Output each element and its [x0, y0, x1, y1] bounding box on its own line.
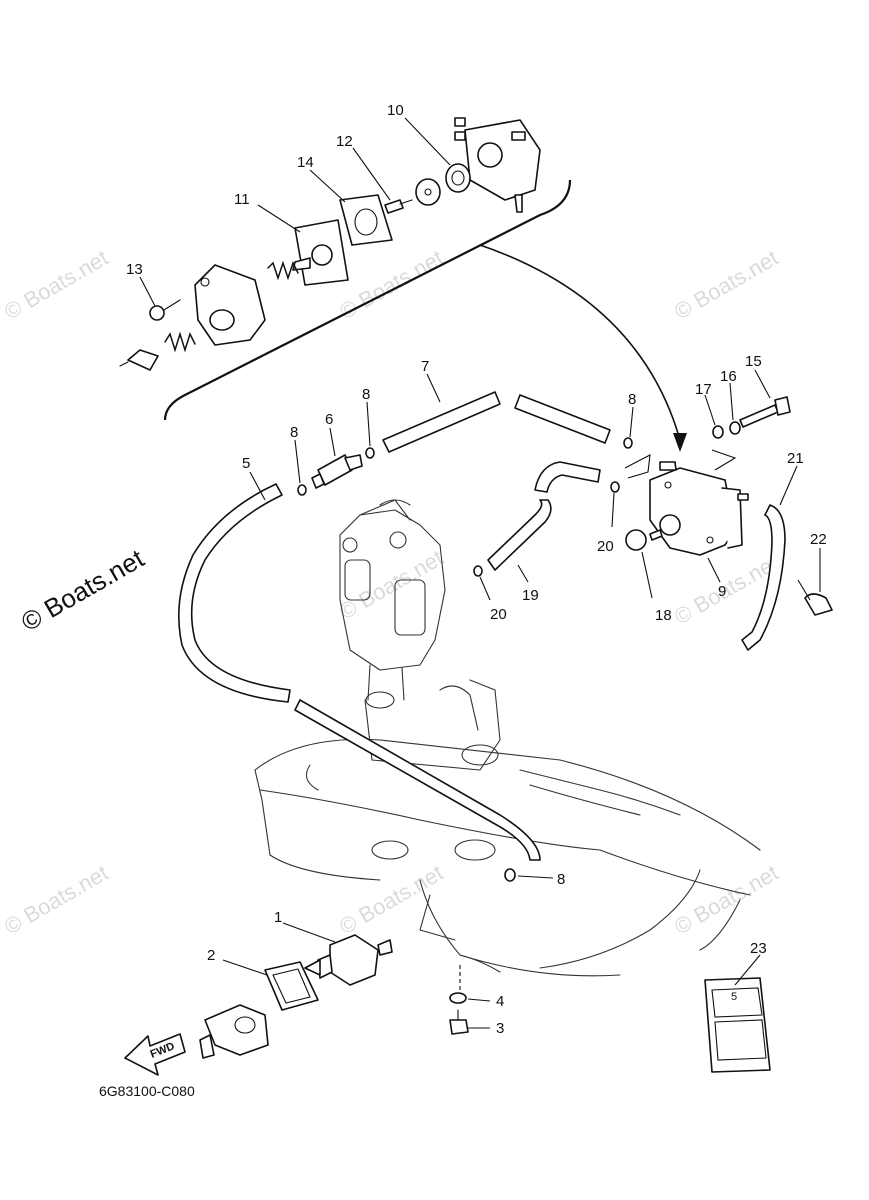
callout-17: 17 [695, 381, 712, 398]
callout-20: 20 [597, 538, 614, 555]
clip [504, 868, 516, 882]
screw-12 [384, 199, 413, 214]
hose-7b [514, 394, 611, 444]
callout-19: 19 [522, 587, 539, 604]
fuel-connector [304, 934, 393, 986]
watermark: © Boats.net [335, 860, 447, 939]
callout-8: 8 [290, 424, 298, 441]
callout-labels: 10 12 14 11 13 7 8 8 8 6 5 17 16 15 21 2… [126, 102, 827, 1037]
hose-bent [534, 461, 601, 493]
callout-8: 8 [557, 871, 565, 888]
bolt-15 [739, 396, 791, 428]
hose-21 [741, 504, 786, 651]
pump-cover [454, 117, 541, 213]
callout-11: 11 [234, 191, 250, 208]
watermark: © Boats.net [335, 245, 447, 324]
warning-label-23: 5 [704, 977, 771, 1073]
callout-14: 14 [297, 154, 314, 171]
leader-lines [139, 117, 821, 1029]
check-valve [119, 349, 159, 371]
clip [610, 481, 620, 493]
callout-8: 8 [362, 386, 370, 403]
fuel-filter [311, 454, 363, 489]
fuel-hoses [177, 391, 786, 861]
watermark: © Boats.net [670, 860, 782, 939]
washer-16 [729, 421, 741, 435]
clip [623, 437, 633, 449]
hose-tank [294, 699, 541, 861]
quick-connector [199, 1004, 269, 1059]
callout-23: 23 [750, 940, 767, 957]
callout-4: 4 [496, 993, 504, 1010]
callout-20: 20 [490, 606, 507, 623]
callout-3: 3 [496, 1020, 504, 1037]
clip [473, 565, 483, 577]
callout-7: 7 [421, 358, 429, 375]
callout-10: 10 [387, 102, 404, 119]
callout-18: 18 [655, 607, 672, 624]
watermark: © Boats.net [335, 545, 447, 624]
exploded-pump-group [119, 117, 687, 452]
o-ring [625, 529, 647, 551]
diagram-code: 6G83100-C080 [99, 1083, 195, 1099]
clip [297, 484, 307, 496]
screw-13 [149, 299, 181, 321]
washer-4 [449, 992, 467, 1004]
callout-2: 2 [207, 947, 215, 964]
callout-13: 13 [126, 261, 143, 278]
washer-17 [712, 425, 724, 439]
callout-16: 16 [720, 368, 737, 385]
callout-5: 5 [242, 455, 250, 472]
hose-clips [297, 437, 633, 882]
hose-7 [382, 391, 501, 453]
callout-21: 21 [787, 450, 804, 467]
watermark-main: © Boats.net [16, 543, 150, 637]
callout-1: 1 [274, 909, 282, 926]
hose-clip-22 [804, 593, 833, 616]
watermark: © Boats.net [0, 860, 112, 939]
callout-15: 15 [745, 353, 762, 370]
gasket-2 [264, 961, 319, 1011]
pump-connector-line [624, 454, 651, 479]
callout-8: 8 [628, 391, 636, 408]
label-mark: 5 [731, 991, 737, 1003]
hose-19 [487, 499, 552, 571]
exploded-view-boundary [163, 179, 572, 421]
callout-22: 22 [810, 531, 827, 548]
hose-5 [177, 483, 291, 703]
watermark: © Boats.net [670, 245, 782, 324]
callout-12: 12 [336, 133, 353, 150]
fuel-pump [649, 461, 749, 556]
clip [365, 447, 375, 459]
pointer-arrow [479, 244, 681, 441]
callout-6: 6 [325, 411, 333, 428]
drain-screw-3 [449, 1009, 469, 1035]
forward-direction-arrow: FWD [124, 1033, 186, 1076]
valve-disc [415, 178, 441, 206]
pointer-arrow-head [673, 433, 687, 452]
callout-9: 9 [718, 583, 726, 600]
spring-lower [164, 331, 196, 353]
pump-connector-line [711, 449, 737, 471]
engine-outline [254, 499, 761, 977]
gasket-14 [339, 194, 393, 246]
watermark: © Boats.net [0, 245, 112, 324]
pump-body [194, 264, 266, 346]
watermarks: © Boats.net © Boats.net © Boats.net © Bo… [0, 245, 782, 939]
spring-upper [267, 260, 299, 281]
diaphragm [445, 163, 471, 193]
